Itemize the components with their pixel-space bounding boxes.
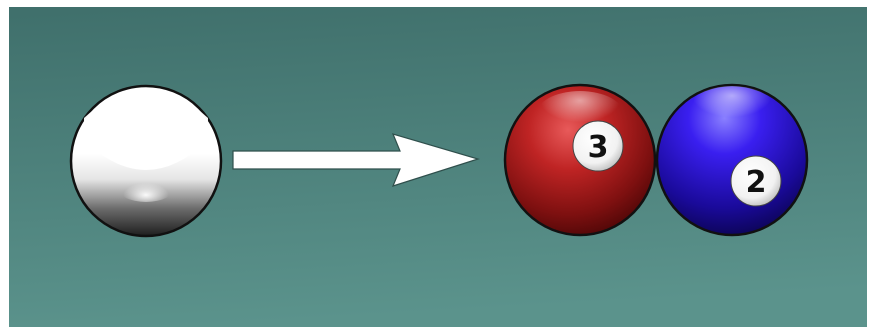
ball-3-number: 3 [588,130,609,165]
cue-ball [69,84,223,238]
ball-3: 3 [503,83,657,237]
ball-3-number-spot [572,120,624,172]
ball-2-number-spot [730,155,782,207]
ball-2: 2 [655,83,809,237]
ball-2-number: 2 [746,165,767,200]
motion-arrow [232,133,481,187]
